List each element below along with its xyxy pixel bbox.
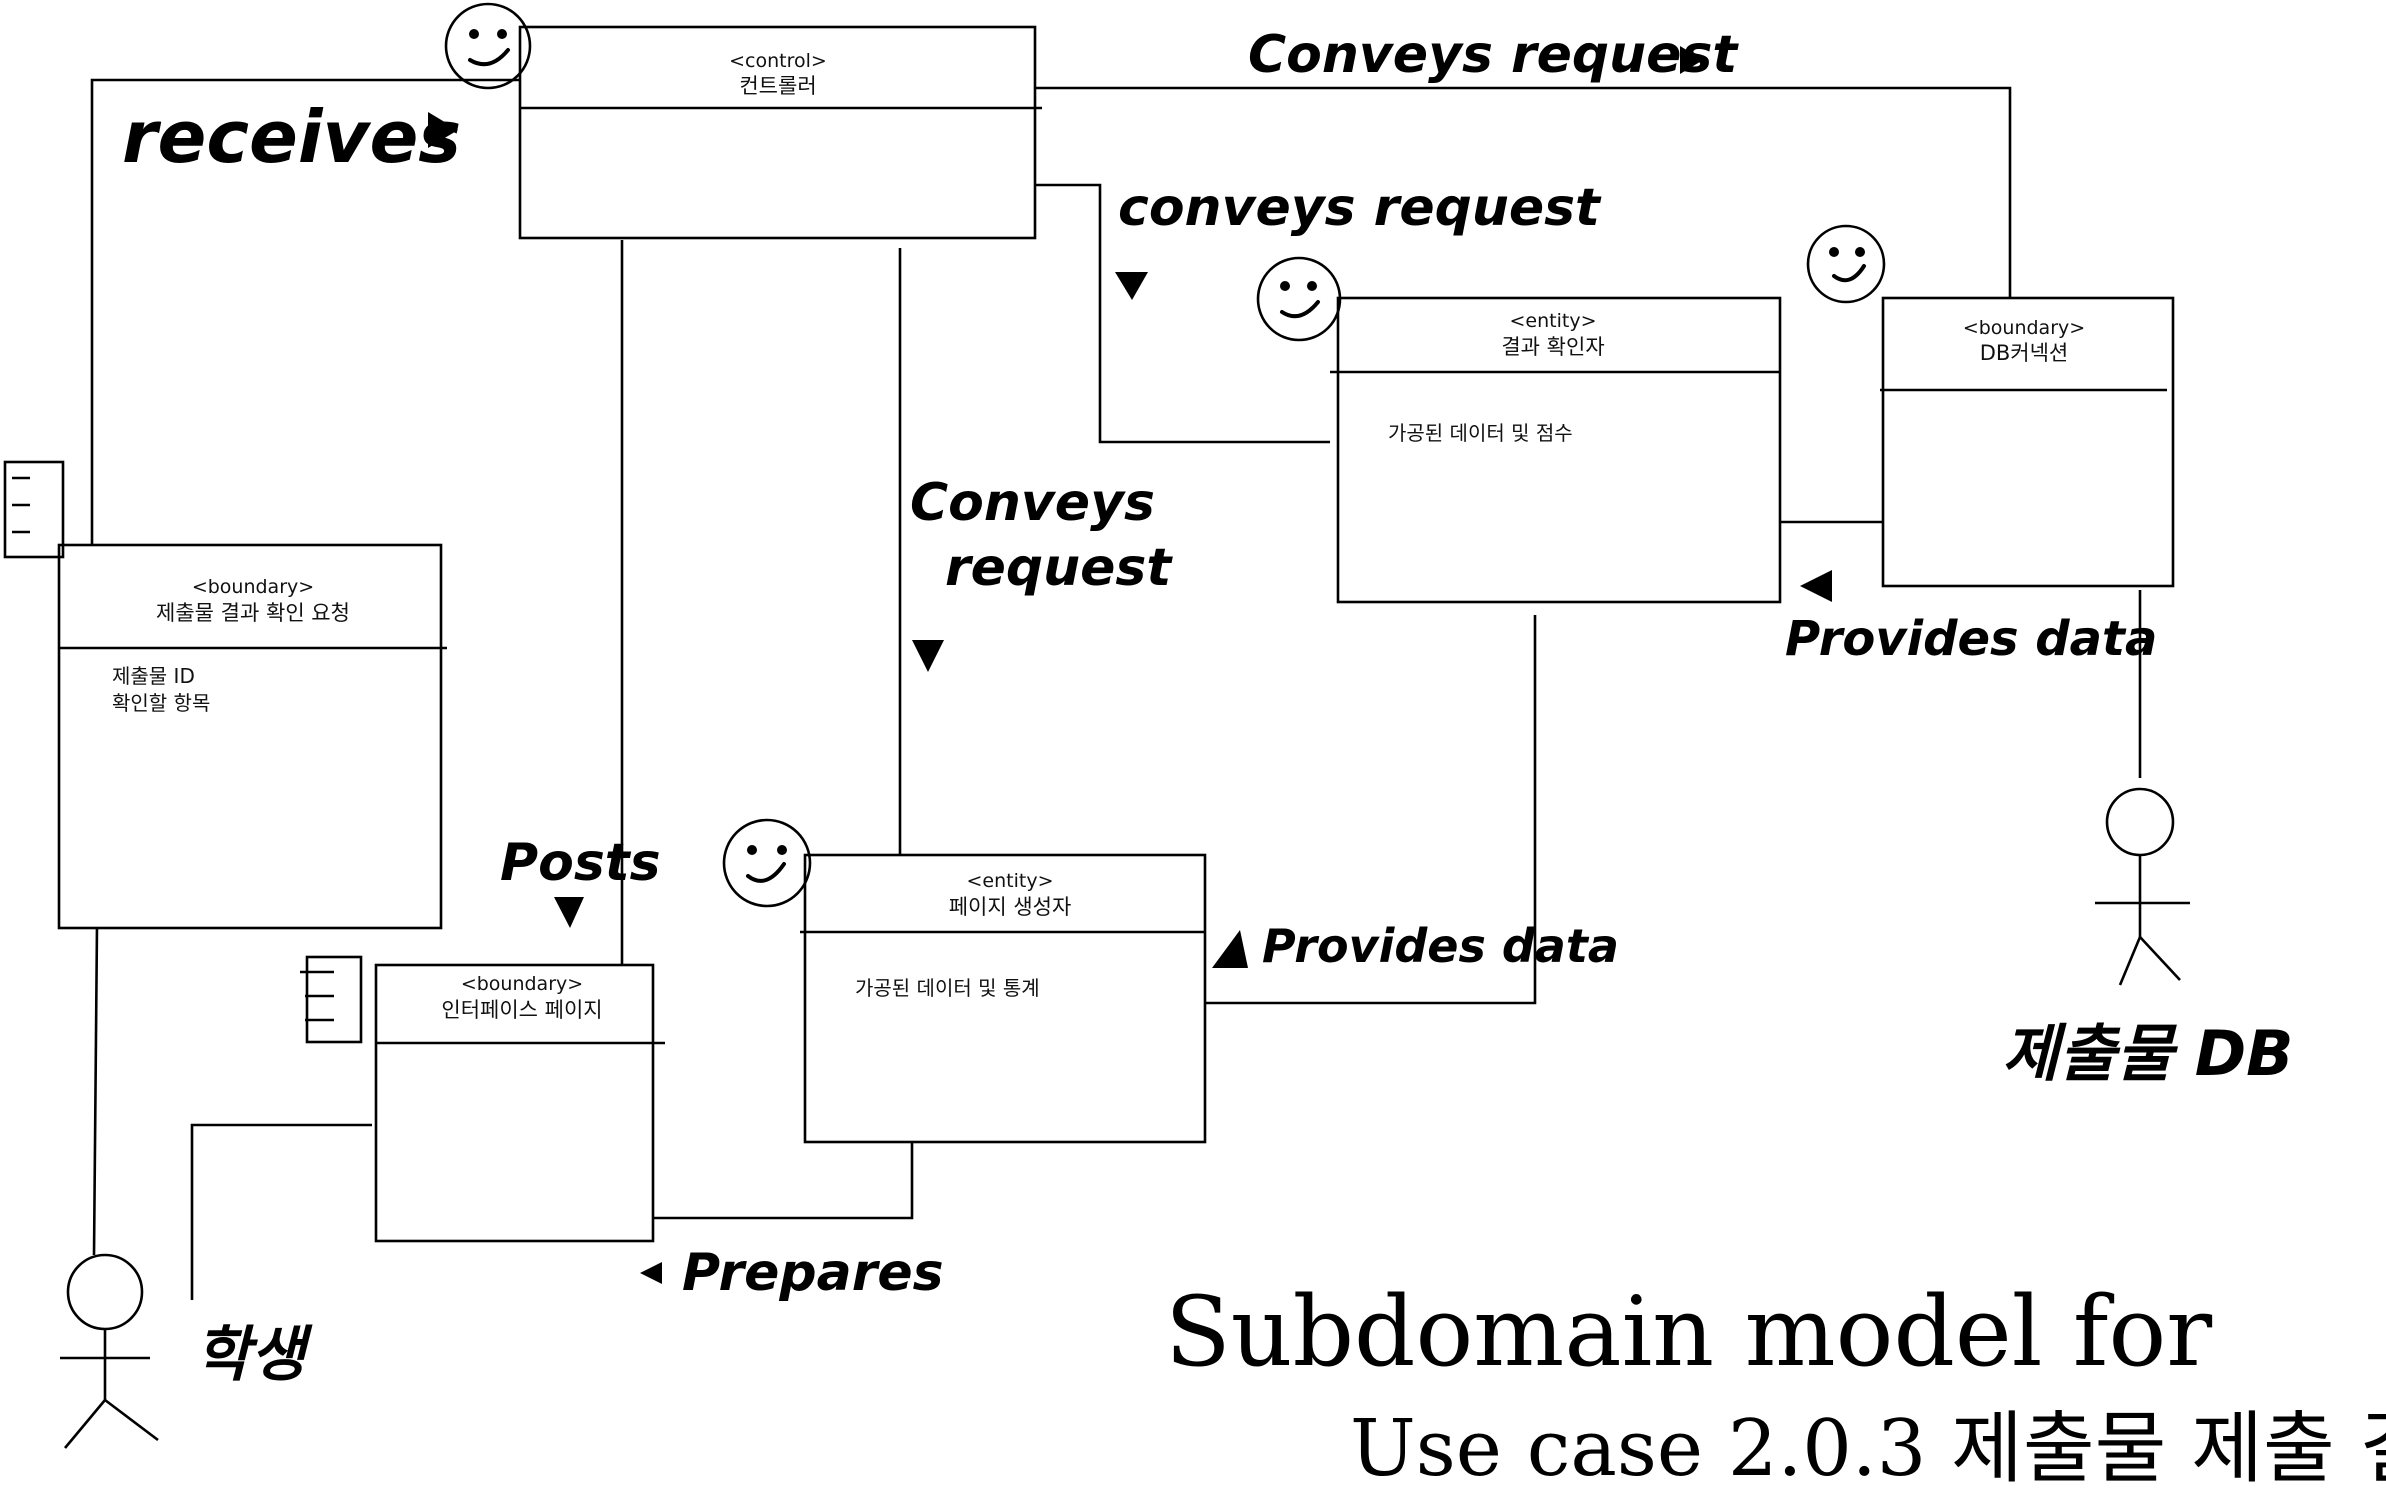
class-db-connection[interactable]: <boundary> DB커넥션 (1880, 296, 2175, 588)
class-stereotype: <control> (729, 50, 827, 72)
arrow-down-icon (912, 640, 944, 672)
class-attribute: 가공된 데이터 및 점수 (1388, 421, 1573, 445)
class-name: 제출물 결과 확인 요청 (156, 601, 350, 625)
boundary-icon-request (3, 460, 65, 559)
connectors (90, 78, 2142, 1300)
connector-controller-to-result (1035, 183, 1330, 444)
arrow-left-icon (1800, 570, 1832, 602)
smiley-icon-page-generator (722, 818, 812, 908)
connector-controller-to-db (1035, 86, 2012, 298)
class-name: 인터페이스 페이지 (441, 998, 602, 1022)
class-stereotype: <entity> (967, 870, 1054, 892)
class-attribute: 가공된 데이터 및 통계 (855, 976, 1040, 1000)
connector-result-to-pagegen (1205, 615, 1537, 1005)
class-attribute: 제출물 ID (112, 664, 195, 688)
class-attribute: 확인할 항목 (112, 691, 210, 715)
boundary-icon-interface (300, 955, 363, 1044)
class-stereotype: <entity> (1510, 310, 1597, 332)
smiley-icon-db-connection (1806, 224, 1886, 304)
class-name: 컨트롤러 (739, 74, 816, 98)
label-conveys-left-2: request (945, 538, 1173, 598)
connector-request-to-controller (90, 78, 520, 545)
smiley-icon-result-checker (1256, 256, 1342, 342)
label-posts: Posts (500, 833, 661, 893)
label-provides-data-bottom: Provides data (1262, 919, 1619, 973)
connector-pagegen-to-interface (652, 1142, 914, 1220)
class-name: 페이지 생성자 (949, 895, 1072, 919)
class-result-checker[interactable]: <entity> 결과 확인자 가공된 데이터 및 점수 (1330, 296, 1782, 604)
arrow-left-icon (640, 1262, 662, 1284)
smiley-icon-controller (444, 2, 532, 90)
arrow-up-icon (1212, 930, 1248, 968)
connector-student-to-interface (190, 1123, 372, 1300)
arrow-right-icon (428, 112, 458, 148)
diagram-caption: Subdomain model for Use case 2.0.3 제출물 제… (1165, 1276, 2386, 1491)
arrow-right-icon (1680, 46, 1703, 74)
relation-labels: receives Conveys request conveys request… (122, 25, 2157, 1303)
label-conveys-request-mid: conveys request (1118, 178, 1602, 238)
connector-request-to-student (92, 924, 99, 1256)
label-conveys-request-top: Conveys request (1248, 25, 1739, 85)
caption-line-2: Use case 2.0.3 제출물 제출 결과 확인 (1350, 1404, 2386, 1491)
actor-label: 제출물 DB (2002, 1017, 2293, 1090)
arrow-down-icon (554, 897, 584, 928)
class-stereotype: <boundary> (461, 973, 583, 995)
class-name: 결과 확인자 (1501, 335, 1604, 359)
label-receives: receives (122, 95, 461, 179)
label-provides-data-right: Provides data (1785, 611, 2157, 667)
class-stereotype: <boundary> (1963, 317, 2085, 339)
class-stereotype: <boundary> (192, 576, 314, 598)
caption-line-1: Subdomain model for (1165, 1276, 2212, 1388)
class-controller[interactable]: <control> 컨트롤러 (518, 25, 1042, 240)
class-interface-page[interactable]: <boundary> 인터페이스 페이지 (374, 963, 665, 1243)
arrow-down-icon (1115, 272, 1148, 300)
actor-submission-db[interactable]: 제출물 DB (2002, 787, 2293, 1090)
class-request-form[interactable]: <boundary> 제출물 결과 확인 요청 제출물 ID 확인할 항목 (57, 543, 447, 930)
actor-label: 학생 (195, 1320, 313, 1390)
class-name: DB커넥션 (1980, 341, 2069, 365)
label-conveys-left-1: Conveys (910, 473, 1155, 533)
class-page-generator[interactable]: <entity> 페이지 생성자 가공된 데이터 및 통계 (800, 853, 1207, 1144)
label-prepares: Prepares (682, 1243, 944, 1303)
actor-student[interactable]: 학생 (60, 1253, 313, 1449)
